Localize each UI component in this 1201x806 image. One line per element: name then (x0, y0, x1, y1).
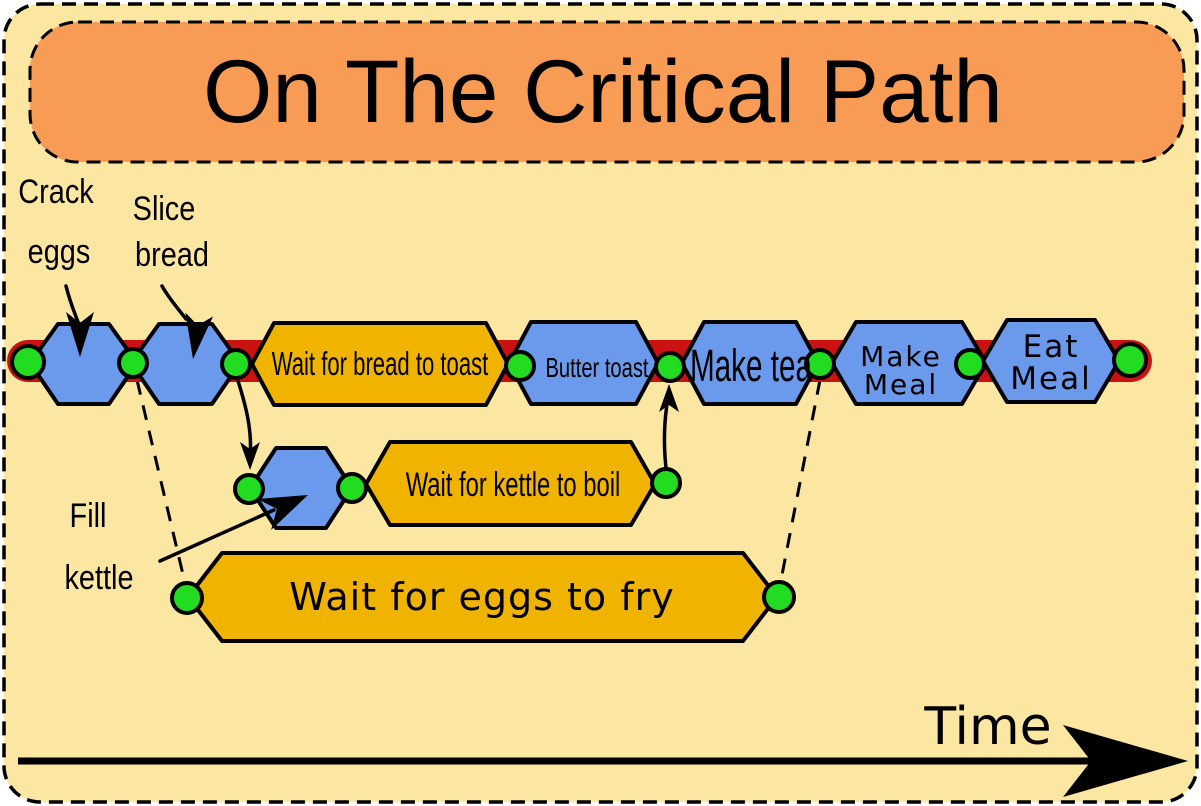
dependency-dashed-tea-to-eggs (779, 379, 822, 581)
annotation-fill-kettle-line2: kettle (64, 558, 133, 597)
annotation-crack-eggs-line2: eggs (28, 232, 91, 271)
fill-kettle-arrow (158, 508, 276, 563)
dependency-dashed-crack-to-eggs (135, 379, 187, 584)
node-kettle-boil-start (336, 472, 368, 504)
task-label-wait-kettle-boil: Wait for kettle to boil (406, 466, 621, 504)
task-label-eat-meal-line2: Meal (1010, 361, 1091, 397)
node-after-slice-bread (220, 348, 252, 380)
kettle-to-tea-arrow-head (659, 384, 679, 412)
task-label-make-meal-line1: Make (860, 340, 942, 373)
annotation-slice-bread-line2: bread (135, 235, 209, 274)
page-title: On The Critical Path (203, 41, 1003, 141)
fill-kettle-arrow-head (257, 495, 308, 531)
crack-eggs-arrow-head (66, 312, 94, 357)
task-label-make-meal-line2: Meal (864, 368, 938, 401)
annotation-crack-eggs-line1: Crack (18, 172, 94, 211)
node-after-make-tea (804, 348, 836, 380)
node-after-crack-eggs (117, 347, 149, 379)
slice-bread-arrow (160, 284, 188, 321)
annotation-fill-kettle-line1: Fill (70, 496, 107, 535)
task-label-butter-toast: Butter toast (545, 353, 648, 384)
time-axis-label: Time (923, 697, 1051, 757)
node-eggs-fry-end (762, 580, 796, 614)
node-end (1112, 342, 1148, 378)
node-kettle-boil-end (650, 467, 682, 499)
annotation-slice-bread-line1: Slice (133, 189, 196, 228)
task-label-wait-eggs-fry: Wait for eggs to fry (289, 575, 675, 619)
task-label-eat-meal-line1: Eat (1023, 329, 1080, 365)
title-banner (28, 20, 1186, 164)
crack-eggs-arrow (64, 284, 80, 324)
slice-to-kettle-arrow-head (240, 442, 260, 470)
slice-bread-arrow-head (185, 312, 214, 359)
node-start (10, 344, 46, 380)
node-fill-kettle-start (233, 473, 265, 505)
task-label-wait-bread-toast: Wait for bread to toast (272, 346, 489, 382)
node-eggs-fry-start (170, 581, 204, 615)
node-after-make-meal (954, 348, 986, 380)
task-label-make-tea: Make tea (690, 341, 813, 392)
node-after-butter-toast (654, 351, 686, 383)
node-after-bread-toast (504, 350, 536, 382)
time-axis-arrow-head (1063, 725, 1188, 797)
